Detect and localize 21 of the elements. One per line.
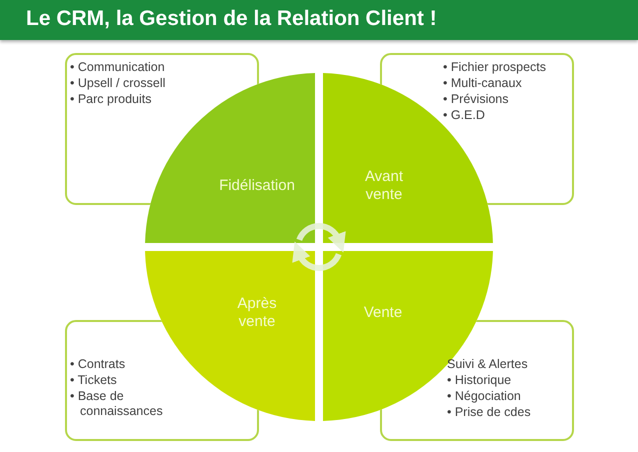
cycle-arrow [292,242,342,271]
quadrant-label: Avant vente [364,168,404,204]
list-item: • Communication [70,60,166,75]
list-item: • Tickets [70,373,118,388]
quadrant-label: Fidélisation [218,177,296,195]
list-item: • Prise de cdes [447,405,532,420]
list-item: • Prévisions [443,92,510,107]
list-item: • Parc produits [70,92,152,107]
list-item: • Négociation [447,389,522,404]
cycle-arrow [296,223,346,252]
list-item: • Base de connaissances [70,389,164,419]
list-item: Suivi & Alertes [447,357,529,372]
quadrant-label: Vente [362,304,404,322]
list-item: • Contrats [70,357,126,372]
quadrant-label: Après vente [236,295,278,331]
list-item: • Multi-canaux [443,76,523,91]
title: Le CRM, la Gestion de la Relation Client ! [26,7,437,31]
list-item: • Fichier prospects [443,60,548,75]
list-item: • Historique [447,373,512,388]
list-item: • Upsell / crossell [70,76,166,91]
list-item: • G.E.D [443,108,486,123]
